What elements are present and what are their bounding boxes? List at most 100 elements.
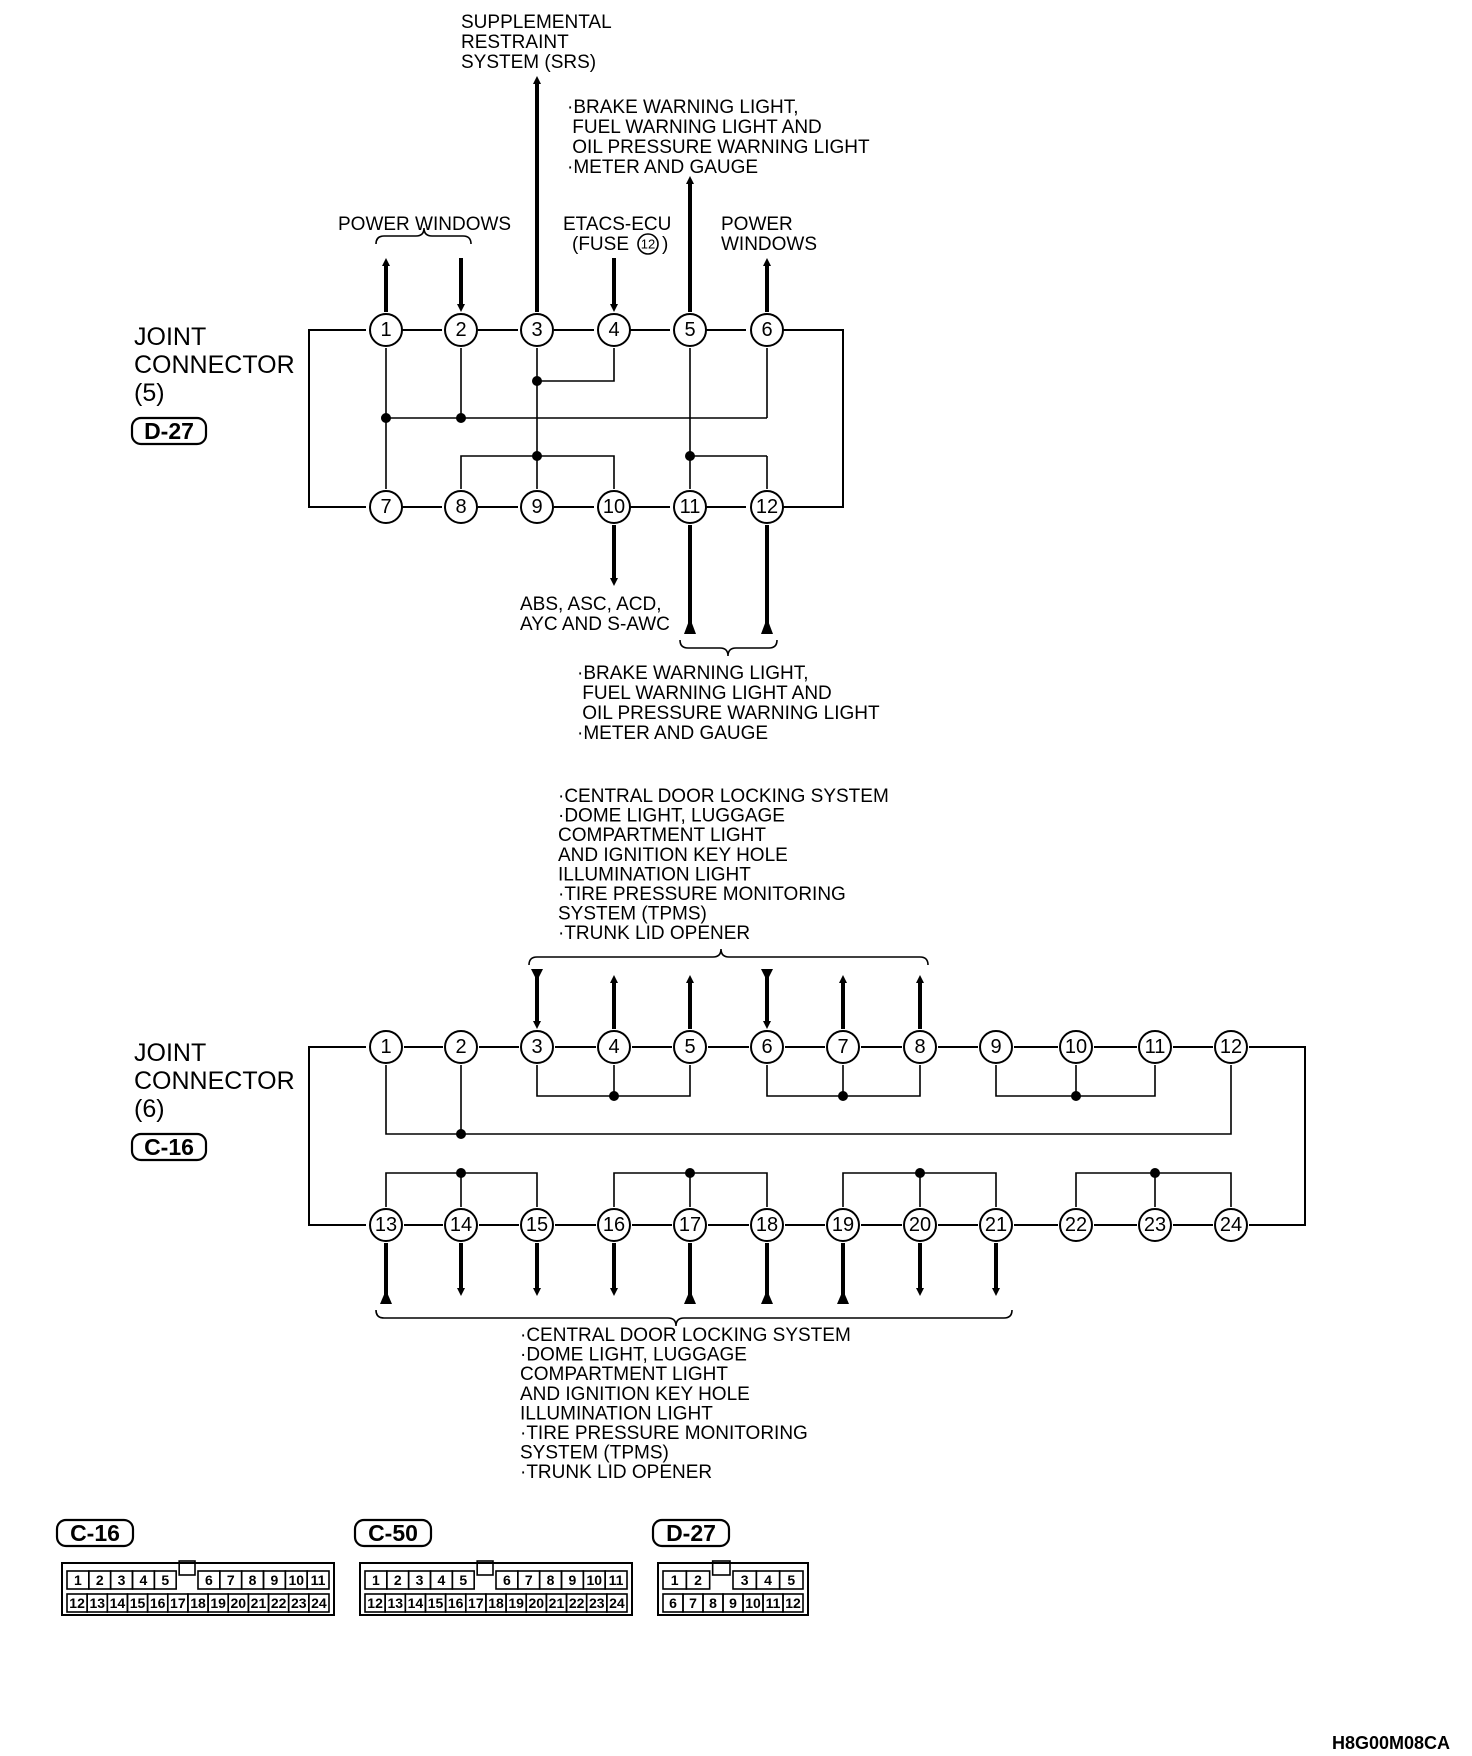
jc6-pin-label: 20: [909, 1214, 931, 1236]
connector-cell-number: 17: [468, 1595, 484, 1611]
jc6-pin-20: [903, 1208, 937, 1242]
connector-cell-number: 12: [367, 1595, 383, 1611]
jc6-pin-label: 22: [1065, 1214, 1087, 1236]
jc6-pin-8: [903, 1030, 937, 1064]
jc5-pin-4: [597, 313, 631, 347]
jc6-pin-label: 10: [1065, 1036, 1087, 1058]
connector-cell: [451, 1570, 475, 1590]
connector-view-tag-frame: [353, 1518, 433, 1548]
jc5-pin-2: [444, 313, 478, 347]
jc5-pin-12: [750, 490, 784, 524]
jc6-title-line1: JOINT: [134, 1039, 206, 1067]
connector-cell-number: 6: [503, 1572, 511, 1588]
central-bottom-line: ·CENTRAL DOOR LOCKING SYSTEM: [520, 1325, 851, 1346]
central-top-line: ·TRUNK LID OPENER: [558, 923, 750, 944]
jc5-pin-9: [520, 490, 554, 524]
connector-cell-number: 8: [709, 1595, 717, 1611]
jc5-labels: SUPPLEMENTAL RESTRAINT SYSTEM (SRS) ·BRA…: [338, 12, 880, 744]
connector-cell-number: 3: [118, 1572, 126, 1588]
jc6-pin-label: 1: [380, 1036, 391, 1058]
connector-view-outline: [359, 1562, 633, 1616]
connector-cell-number: 15: [428, 1595, 444, 1611]
jc5-right-boundary: [782, 329, 844, 508]
brake-top-line1: ·BRAKE WARNING LIGHT,: [567, 97, 799, 118]
jc5-tag-frame: [130, 416, 208, 446]
connector-cell-number: 13: [387, 1595, 403, 1611]
jc6-pin-label: 23: [1144, 1214, 1166, 1236]
jc6-top-bracket: [528, 948, 929, 966]
connector-cell-number: 8: [249, 1572, 257, 1588]
connector-view-outline: [61, 1562, 335, 1616]
jc6-pin-18: [750, 1208, 784, 1242]
jc6-pin-17: [673, 1208, 707, 1242]
connector-key-icon: [476, 1560, 494, 1576]
connector-cell-number: 16: [150, 1595, 166, 1611]
jc5-pin-label: 9: [531, 496, 542, 518]
central-top-label: ·CENTRAL DOOR LOCKING SYSTEM·DOME LIGHT,…: [558, 786, 889, 944]
power-windows-right-line1: POWER: [721, 214, 793, 235]
connector-cell-number: 5: [459, 1572, 467, 1588]
connector-key-icon: [178, 1560, 196, 1576]
jc5-pin-1: [369, 313, 403, 347]
central-top-line: AND IGNITION KEY HOLE: [558, 845, 788, 866]
jc6-pin-label: 19: [832, 1214, 854, 1236]
connector-cell-number: 4: [764, 1572, 772, 1588]
connector-cell-number: 7: [689, 1595, 697, 1611]
jc6-title-line3: (6): [134, 1095, 165, 1123]
connector-key-icon: [711, 1560, 731, 1576]
connector-cell-number: 10: [586, 1572, 602, 1588]
jc5-title-line3: (5): [134, 379, 165, 407]
central-bottom-line: ·TIRE PRESSURE MONITORING: [520, 1423, 808, 1444]
jc6-pin-6: [750, 1030, 784, 1064]
connector-cell-number: 19: [210, 1595, 226, 1611]
jc6-pin-label: 11: [1145, 1036, 1166, 1058]
jc6-pin-2: [444, 1030, 478, 1064]
joint-connector-6: JOINT CONNECTOR (6) C-16: [130, 948, 1306, 1327]
jc5-title-line2: CONNECTOR: [134, 351, 295, 379]
central-top-line: ILLUMINATION LIGHT: [558, 864, 751, 885]
jc6-pin-9: [979, 1030, 1013, 1064]
jc6-pin-label: 18: [756, 1214, 778, 1236]
jc5-pin-label: 5: [684, 319, 695, 341]
central-bottom-line: ·DOME LIGHT, LUGGAGE: [520, 1345, 747, 1366]
connector-cell-number: 18: [488, 1595, 504, 1611]
jc6-pin-4: [597, 1030, 631, 1064]
connector-cell-number: 9: [271, 1572, 279, 1588]
jc6-pin-15: [520, 1208, 554, 1242]
central-top-line: COMPARTMENT LIGHT: [558, 825, 766, 846]
srs-label-line3: SYSTEM (SRS): [461, 52, 596, 73]
connector-cell: [782, 1593, 804, 1613]
jc5-left-boundary: [308, 329, 366, 508]
connector-cell-number: 17: [170, 1595, 186, 1611]
connector-view-tag-frame: [55, 1518, 135, 1548]
jc6-pin-10: [1059, 1030, 1093, 1064]
central-top-line: ·TIRE PRESSURE MONITORING: [558, 884, 846, 905]
jc5-pin-3: [520, 313, 554, 347]
central-bottom-line: SYSTEM (TPMS): [520, 1443, 669, 1464]
connector-cell-number: 16: [448, 1595, 464, 1611]
jc6-pin-label: 14: [450, 1214, 472, 1236]
connector-cell-number: 7: [525, 1572, 533, 1588]
connector-cell-number: 1: [372, 1572, 380, 1588]
jc6-pin-5: [673, 1030, 707, 1064]
srs-label-line2: RESTRAINT: [461, 32, 569, 53]
connector-view-tag-frame: [651, 1518, 731, 1548]
central-bottom-line: ·TRUNK LID OPENER: [520, 1462, 712, 1483]
jc6-pin-19: [826, 1208, 860, 1242]
jc6-pin-label: 9: [990, 1036, 1001, 1058]
jc6-pin-label: 5: [684, 1036, 695, 1058]
connector-cell-number: 11: [766, 1595, 781, 1611]
brake-top-line2: FUEL WARNING LIGHT AND: [567, 117, 822, 138]
connector-cell-number: 24: [311, 1595, 327, 1611]
brake-bottom-line1: ·BRAKE WARNING LIGHT,: [577, 663, 809, 684]
connector-cell-number: 22: [271, 1595, 287, 1611]
connector-cell-number: 19: [508, 1595, 524, 1611]
jc6-tag-frame: [130, 1132, 208, 1162]
jc6-pin-label: 16: [603, 1214, 625, 1236]
central-top-line: SYSTEM (TPMS): [558, 904, 707, 925]
connector-cell: [604, 1570, 628, 1590]
connector-cell-number: 3: [416, 1572, 424, 1588]
connector-cell-number: 12: [69, 1595, 85, 1611]
